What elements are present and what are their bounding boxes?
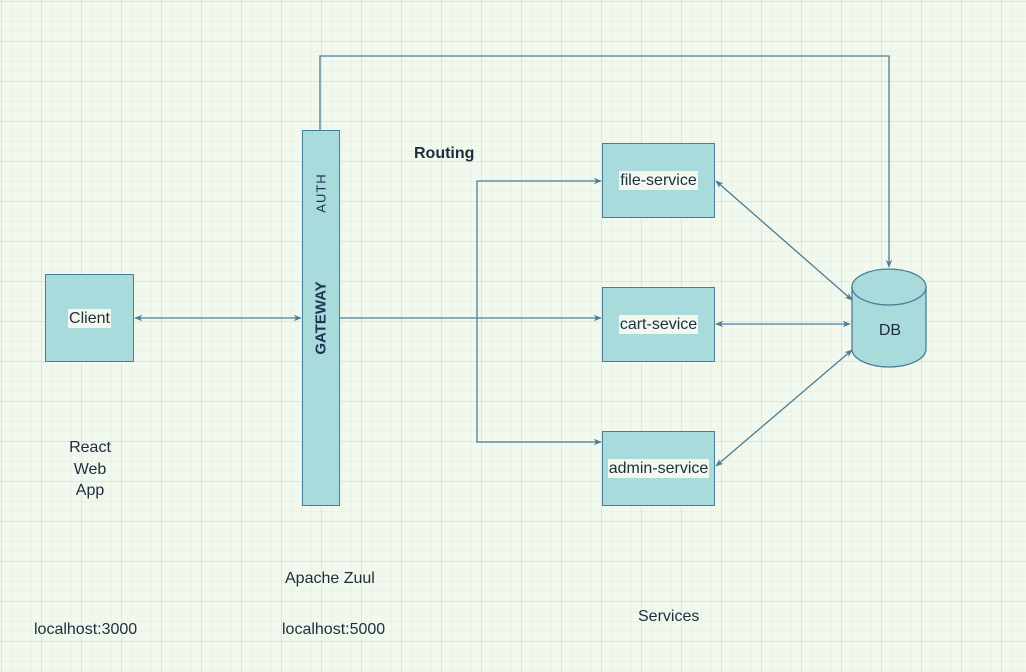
db-label: DB bbox=[878, 322, 902, 339]
gateway-label: GATEWAY bbox=[312, 281, 330, 355]
file-db-connector bbox=[715, 180, 853, 301]
client-caption-line: Web bbox=[73, 460, 107, 478]
routing-file-connector bbox=[476, 177, 602, 318]
gateway-host: localhost:5000 bbox=[282, 621, 386, 638]
cart-service-box[interactable]: cart-sevice bbox=[602, 287, 715, 362]
client-label: Client bbox=[68, 308, 111, 328]
auth-db-connector bbox=[319, 55, 893, 268]
client-caption-line: React bbox=[69, 439, 111, 456]
services-caption: Services bbox=[638, 608, 700, 625]
client-caption-line: App bbox=[75, 482, 105, 499]
routing-label: Routing bbox=[414, 145, 475, 162]
client-host: localhost:3000 bbox=[34, 621, 138, 638]
client-caption: React Web App bbox=[50, 437, 130, 502]
file-service-label: file-service bbox=[619, 171, 698, 190]
admin-service-label: admin-service bbox=[607, 459, 710, 478]
admin-db-connector bbox=[715, 349, 853, 467]
gateway-caption: Apache Zuul bbox=[285, 570, 375, 587]
client-box[interactable]: Client bbox=[45, 274, 134, 362]
routing-admin-connector bbox=[476, 318, 602, 446]
file-service-box[interactable]: file-service bbox=[602, 143, 715, 218]
db-cylinder[interactable] bbox=[851, 268, 927, 368]
cart-service-label: cart-sevice bbox=[618, 315, 699, 334]
auth-label: AUTH bbox=[313, 173, 329, 213]
gateway-box[interactable] bbox=[302, 130, 340, 506]
admin-service-box[interactable]: admin-service bbox=[602, 431, 715, 506]
